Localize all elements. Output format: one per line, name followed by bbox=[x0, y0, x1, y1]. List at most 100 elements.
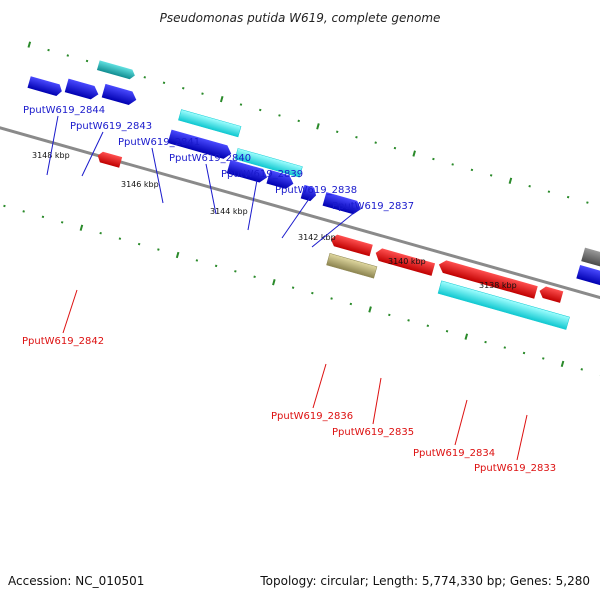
gene-feature-2834[interactable] bbox=[437, 280, 570, 330]
reverse-strand-features bbox=[96, 151, 570, 330]
minor-tick bbox=[547, 190, 551, 193]
minor-tick bbox=[162, 81, 166, 84]
scale-label: 3142 kbp bbox=[298, 233, 336, 242]
leader-line-2840 bbox=[205, 163, 217, 215]
gene-label-2841[interactable]: PputW619_2841 bbox=[118, 137, 200, 148]
gene-label-2840[interactable]: PputW619_2840 bbox=[169, 153, 251, 164]
cds-left-edge[interactable] bbox=[27, 76, 63, 97]
scale-label: 3144 kbp bbox=[210, 207, 248, 216]
major-tick bbox=[412, 150, 416, 157]
major-tick bbox=[464, 333, 469, 340]
minor-tick bbox=[489, 174, 493, 177]
leader-line-2834 bbox=[454, 399, 468, 446]
leader-line-2835 bbox=[372, 377, 382, 425]
genome-backbone bbox=[0, 125, 600, 325]
cds-2838[interactable] bbox=[300, 184, 318, 202]
major-tick bbox=[79, 224, 84, 231]
leader-line-2839 bbox=[247, 179, 258, 231]
minor-tick bbox=[311, 291, 314, 295]
minor-tick bbox=[566, 195, 570, 199]
major-tick bbox=[508, 177, 513, 184]
cds-2839[interactable] bbox=[266, 169, 295, 191]
cds-2840[interactable] bbox=[226, 159, 269, 184]
minor-tick bbox=[41, 215, 45, 219]
minor-tick bbox=[201, 92, 204, 95]
feature-right-edge-gray[interactable] bbox=[581, 247, 600, 278]
gene-label-2837[interactable]: PputW619_2837 bbox=[332, 201, 414, 212]
cds-2835[interactable] bbox=[374, 247, 436, 276]
cds-2843[interactable] bbox=[101, 83, 139, 107]
minor-tick bbox=[432, 157, 435, 161]
minor-tick bbox=[253, 275, 256, 278]
minor-tick bbox=[484, 340, 487, 344]
leader-line-2844 bbox=[46, 115, 59, 176]
gene-label-2834[interactable]: PputW619_2834 bbox=[413, 448, 495, 459]
leader-line-2843 bbox=[81, 131, 104, 177]
feature-2836-khaki[interactable] bbox=[326, 253, 378, 279]
minor-tick bbox=[355, 135, 358, 139]
gene-label-2842[interactable]: PputW619_2842 bbox=[22, 336, 104, 347]
minor-tick bbox=[297, 119, 300, 123]
cds-2836[interactable] bbox=[329, 233, 373, 257]
cds-2834[interactable] bbox=[437, 259, 538, 299]
cds-2833[interactable] bbox=[538, 285, 564, 303]
major-tick bbox=[560, 360, 565, 368]
genome-track bbox=[0, 41, 600, 377]
minor-tick bbox=[445, 329, 449, 333]
minor-tick bbox=[451, 163, 454, 166]
gene-leader-lines-top bbox=[46, 115, 356, 248]
minor-tick bbox=[118, 237, 122, 240]
minor-tick bbox=[580, 368, 584, 371]
minor-tick bbox=[522, 351, 526, 355]
gene-label-2835[interactable]: PputW619_2835 bbox=[332, 427, 414, 438]
minor-tick bbox=[426, 324, 430, 328]
minor-tick bbox=[528, 184, 531, 188]
forward-strand-features bbox=[27, 60, 600, 295]
gene-label-2838[interactable]: PputW619_2838 bbox=[275, 185, 357, 196]
minor-tick bbox=[99, 231, 102, 235]
minor-tick bbox=[278, 114, 281, 117]
minor-tick bbox=[330, 297, 333, 300]
leader-line-2838 bbox=[281, 195, 312, 239]
leader-line-2841 bbox=[151, 147, 164, 204]
gene-label-2836[interactable]: PputW619_2836 bbox=[271, 411, 353, 422]
minor-tick bbox=[407, 319, 410, 322]
minor-tick bbox=[157, 248, 160, 251]
cds-2841[interactable] bbox=[167, 129, 233, 161]
minor-tick bbox=[258, 108, 262, 112]
minor-tick bbox=[60, 221, 64, 224]
gene-labels-top: PputW619_2844 PputW619_2843 PputW619_284… bbox=[23, 105, 414, 248]
scale-label: 3138 kbp bbox=[479, 281, 517, 290]
minor-tick bbox=[137, 242, 141, 246]
gene-label-2843[interactable]: PputW619_2843 bbox=[70, 121, 152, 132]
leader-line-2836 bbox=[312, 363, 327, 409]
major-tick bbox=[27, 41, 32, 48]
scale-label: 3140 kbp bbox=[388, 257, 426, 266]
minor-tick bbox=[335, 130, 339, 134]
gene-feature-2839[interactable] bbox=[234, 148, 303, 178]
minor-tick bbox=[393, 146, 397, 150]
minor-tick bbox=[503, 346, 507, 349]
gene-label-2839[interactable]: PputW619_2839 bbox=[221, 169, 303, 180]
minor-tick bbox=[3, 204, 6, 208]
cds-2837[interactable] bbox=[322, 192, 363, 216]
minor-tick bbox=[470, 168, 474, 172]
minor-tick bbox=[374, 141, 377, 144]
minor-tick bbox=[388, 313, 391, 317]
cds-right-edge[interactable] bbox=[576, 264, 600, 295]
minor-tick bbox=[349, 302, 353, 306]
major-tick bbox=[272, 279, 276, 286]
leader-line-2837 bbox=[311, 211, 356, 248]
cds-2844[interactable] bbox=[64, 78, 101, 101]
minor-tick bbox=[85, 59, 89, 63]
minor-tick bbox=[182, 86, 185, 90]
minor-tick bbox=[239, 103, 243, 106]
gene-feature-2841[interactable] bbox=[178, 109, 242, 138]
minor-tick bbox=[47, 48, 50, 52]
gene-feature-2844[interactable] bbox=[96, 60, 136, 80]
cds-2842[interactable] bbox=[96, 151, 123, 168]
gene-label-2844[interactable]: PputW619_2844 bbox=[23, 105, 105, 116]
scale-ticks-lower bbox=[3, 204, 600, 377]
gene-label-2833[interactable]: PputW619_2833 bbox=[474, 463, 556, 474]
